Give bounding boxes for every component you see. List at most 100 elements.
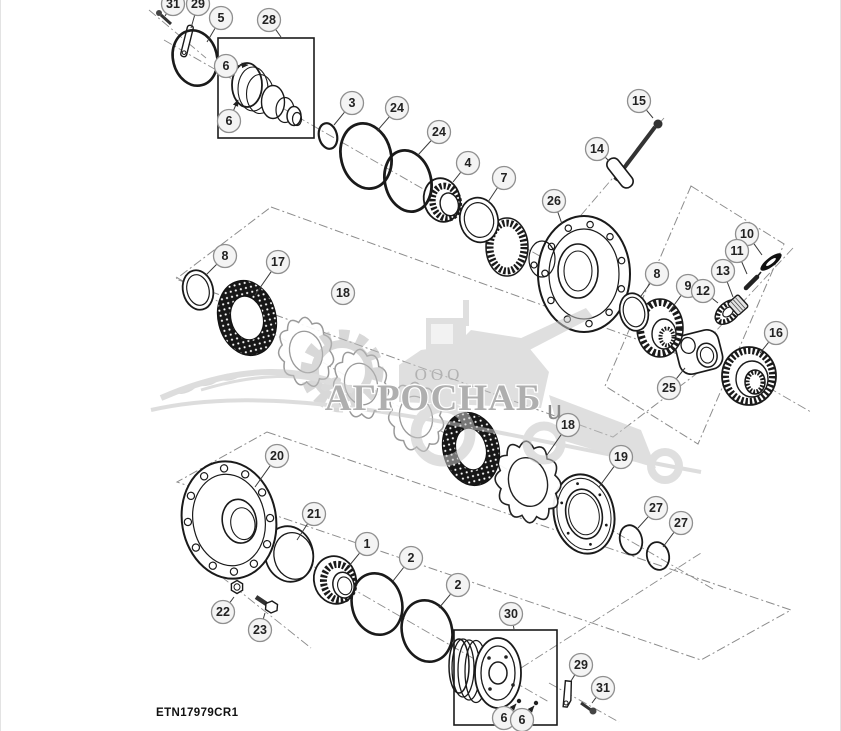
callout-leader bbox=[376, 116, 390, 132]
callout-leader bbox=[262, 612, 266, 619]
callout-leader bbox=[452, 172, 461, 183]
callout-number: 9 bbox=[685, 279, 692, 293]
callout-leader bbox=[487, 187, 498, 203]
callout-number: 2 bbox=[455, 578, 462, 592]
callout-number: 11 bbox=[730, 244, 743, 258]
part-o-ring-24a bbox=[339, 122, 393, 190]
callout-leader bbox=[512, 625, 515, 630]
callout-24: 24 bbox=[376, 95, 410, 132]
callout-22: 22 bbox=[210, 596, 236, 625]
callout-number: 8 bbox=[654, 267, 661, 281]
callout-leader bbox=[605, 157, 610, 162]
part-bearing-4 bbox=[422, 177, 463, 223]
watermark-company: АГРОСНАБ bbox=[325, 378, 542, 419]
callout-26: 26 bbox=[541, 188, 567, 225]
callout-circle bbox=[445, 572, 471, 598]
callout-number: 17 bbox=[271, 255, 285, 269]
callout-circle bbox=[212, 243, 238, 269]
callout-11: 11 bbox=[724, 238, 750, 275]
callout-17: 17 bbox=[254, 249, 291, 296]
callout-number: 14 bbox=[590, 142, 604, 156]
callout-number: 3 bbox=[349, 96, 356, 110]
callout-14: 14 bbox=[584, 136, 610, 162]
callout-number: 28 bbox=[262, 13, 276, 27]
callout-2: 2 bbox=[392, 545, 424, 582]
part-planetary-drum-28 bbox=[231, 62, 303, 127]
part-pin-11 bbox=[743, 271, 762, 291]
callout-number: 23 bbox=[253, 623, 267, 637]
part-friction-disc-17 bbox=[216, 279, 278, 357]
part-hub-26 bbox=[485, 215, 631, 333]
part-snap-ring-27b bbox=[645, 541, 671, 571]
callout-circle bbox=[426, 119, 452, 145]
callout-leader bbox=[646, 109, 654, 119]
callout-number: 27 bbox=[674, 516, 688, 530]
part-screw-31-bottom bbox=[580, 701, 597, 715]
callout-circle bbox=[584, 136, 610, 162]
callout-18: 18 bbox=[546, 412, 581, 456]
part-bushing-13 bbox=[727, 294, 749, 316]
callout-leader bbox=[753, 243, 763, 256]
callout-circle bbox=[498, 601, 524, 627]
callout-number: 18 bbox=[336, 286, 350, 300]
callout-number: 6 bbox=[223, 59, 230, 73]
callout-leader bbox=[392, 567, 404, 582]
part-snap-ring-27a bbox=[618, 524, 644, 556]
part-spline-gear-16 bbox=[721, 346, 777, 406]
callout-leader bbox=[676, 367, 686, 379]
callout-1: 1 bbox=[348, 531, 380, 567]
callout-leader bbox=[741, 261, 748, 275]
callout-30: 30 bbox=[498, 601, 524, 630]
callout-circle bbox=[213, 53, 239, 79]
callout-leader bbox=[662, 532, 675, 548]
callout-number: 29 bbox=[574, 658, 588, 672]
part-screw-6c bbox=[516, 698, 522, 704]
callout-number: 16 bbox=[769, 326, 783, 340]
part-o-ring-3 bbox=[317, 122, 339, 150]
callout-circle bbox=[384, 95, 410, 121]
part-o-ring-2b bbox=[400, 599, 454, 663]
callout-circle bbox=[210, 599, 236, 625]
part-dowel-pin-14 bbox=[606, 157, 634, 189]
callout-circle bbox=[763, 320, 789, 346]
callout-number: 24 bbox=[390, 101, 404, 115]
callout-number: 26 bbox=[547, 194, 561, 208]
callout-number: 5 bbox=[218, 11, 225, 25]
callout-leader bbox=[275, 29, 282, 38]
part-washer-10 bbox=[760, 253, 782, 271]
callout-6: 6 bbox=[509, 705, 535, 731]
part-piston-assembly-30 bbox=[448, 637, 539, 709]
callout-27: 27 bbox=[637, 495, 669, 529]
callout-28: 28 bbox=[256, 7, 282, 38]
callout-number: 29 bbox=[191, 0, 205, 11]
callout-number: 24 bbox=[432, 125, 446, 139]
callout-leader bbox=[237, 62, 249, 69]
part-lock-29-bottom bbox=[562, 679, 573, 708]
callout-circle bbox=[626, 88, 652, 114]
callout-number: 8 bbox=[222, 249, 229, 263]
callout-leader bbox=[637, 516, 649, 529]
callout-leader bbox=[333, 111, 345, 126]
callout-circle bbox=[644, 261, 670, 287]
callout-number: 7 bbox=[501, 171, 508, 185]
callout-leader bbox=[417, 140, 432, 156]
callout-number: 21 bbox=[307, 507, 321, 521]
callout-6: 6 bbox=[216, 99, 242, 134]
callout-circle bbox=[724, 238, 750, 264]
part-bolt-23 bbox=[254, 595, 279, 614]
assembly-box-28 bbox=[217, 37, 315, 139]
callout-number: 20 bbox=[270, 449, 284, 463]
callout-leader bbox=[190, 15, 196, 29]
callout-23: 23 bbox=[247, 612, 273, 643]
callout-circle bbox=[247, 617, 273, 643]
callout-leader bbox=[712, 298, 719, 304]
callout-leader bbox=[438, 593, 451, 609]
callout-31: 31 bbox=[160, 0, 186, 17]
callout-leader bbox=[254, 271, 272, 296]
callout-circle bbox=[541, 188, 567, 214]
callout-leader bbox=[591, 697, 597, 704]
part-pressure-plate-19 bbox=[552, 473, 616, 555]
callout-4: 4 bbox=[452, 150, 481, 183]
